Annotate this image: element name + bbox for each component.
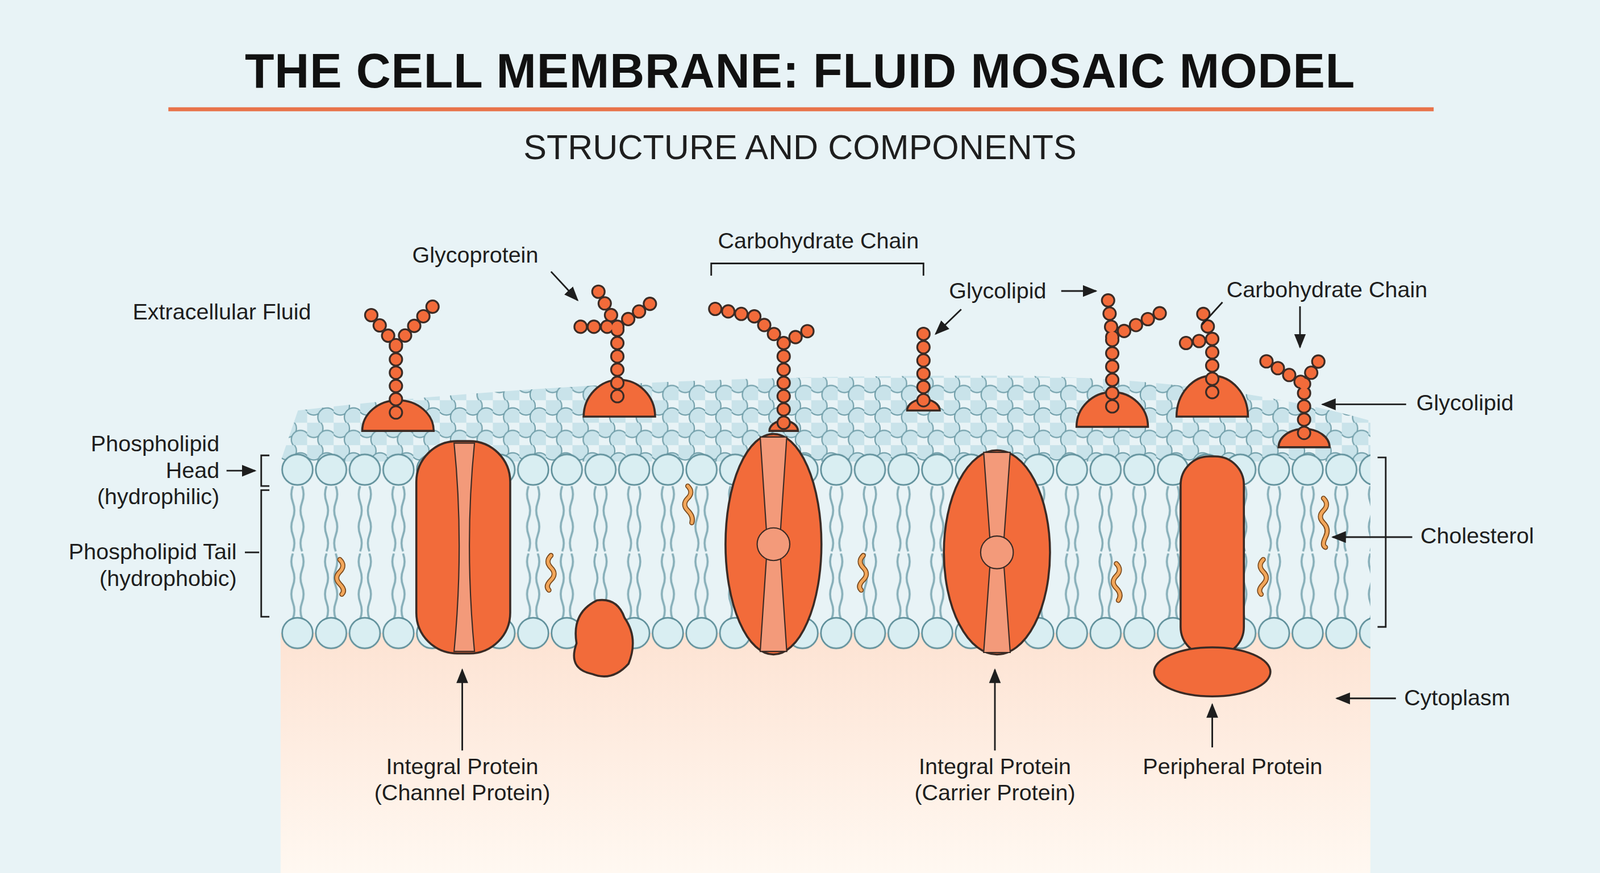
part-label: Integral Protein (Carrier Protein) [882, 753, 1107, 807]
part-label: Carbohydrate Chain [696, 227, 941, 255]
peripheral-protein [1153, 647, 1271, 697]
protein-channel [453, 443, 475, 652]
carrier-protein [943, 450, 1050, 654]
leader-lines [226, 263, 1413, 750]
bracket [261, 455, 270, 486]
diagram-subtitle: STRUCTURE AND COMPONENTS [340, 126, 1260, 168]
carbohydrate-chains [367, 288, 1319, 433]
region-label: Cytoplasm [1403, 684, 1557, 712]
part-label: Phospholipid Head (hydrophilic) [61, 430, 220, 511]
peripheral-protein [573, 600, 633, 677]
part-label: Integral Protein (Channel Protein) [350, 753, 575, 807]
diagram-title: THE CELL MEMBRANE: FLUID MOSAIC MODEL [85, 42, 1515, 100]
integral-protein [1180, 456, 1244, 656]
part-label: Cholesterol [1420, 522, 1574, 550]
part-label: Carbohydrate Chain [1226, 276, 1472, 304]
title-underline [168, 107, 1434, 112]
cytoplasm-region [280, 632, 1371, 873]
binding-site [757, 527, 790, 561]
bracket [711, 263, 924, 276]
bracket [261, 489, 270, 617]
region-label: Extracellular Fluid [132, 298, 357, 326]
bracket [1377, 457, 1386, 627]
part-label: Phospholipid Tail (hydrophobic) [40, 539, 237, 593]
part-label: Peripheral Protein [1120, 753, 1345, 781]
surface-domes [362, 375, 1331, 448]
part-label: Glycolipid [1416, 389, 1560, 417]
binding-site [980, 535, 1014, 569]
part-label: Glycoprotein [412, 242, 586, 269]
part-label: Glycolipid [948, 277, 1072, 305]
channel-protein [416, 440, 511, 654]
carrier-protein [725, 434, 822, 655]
membrane-proteins [416, 434, 1271, 697]
